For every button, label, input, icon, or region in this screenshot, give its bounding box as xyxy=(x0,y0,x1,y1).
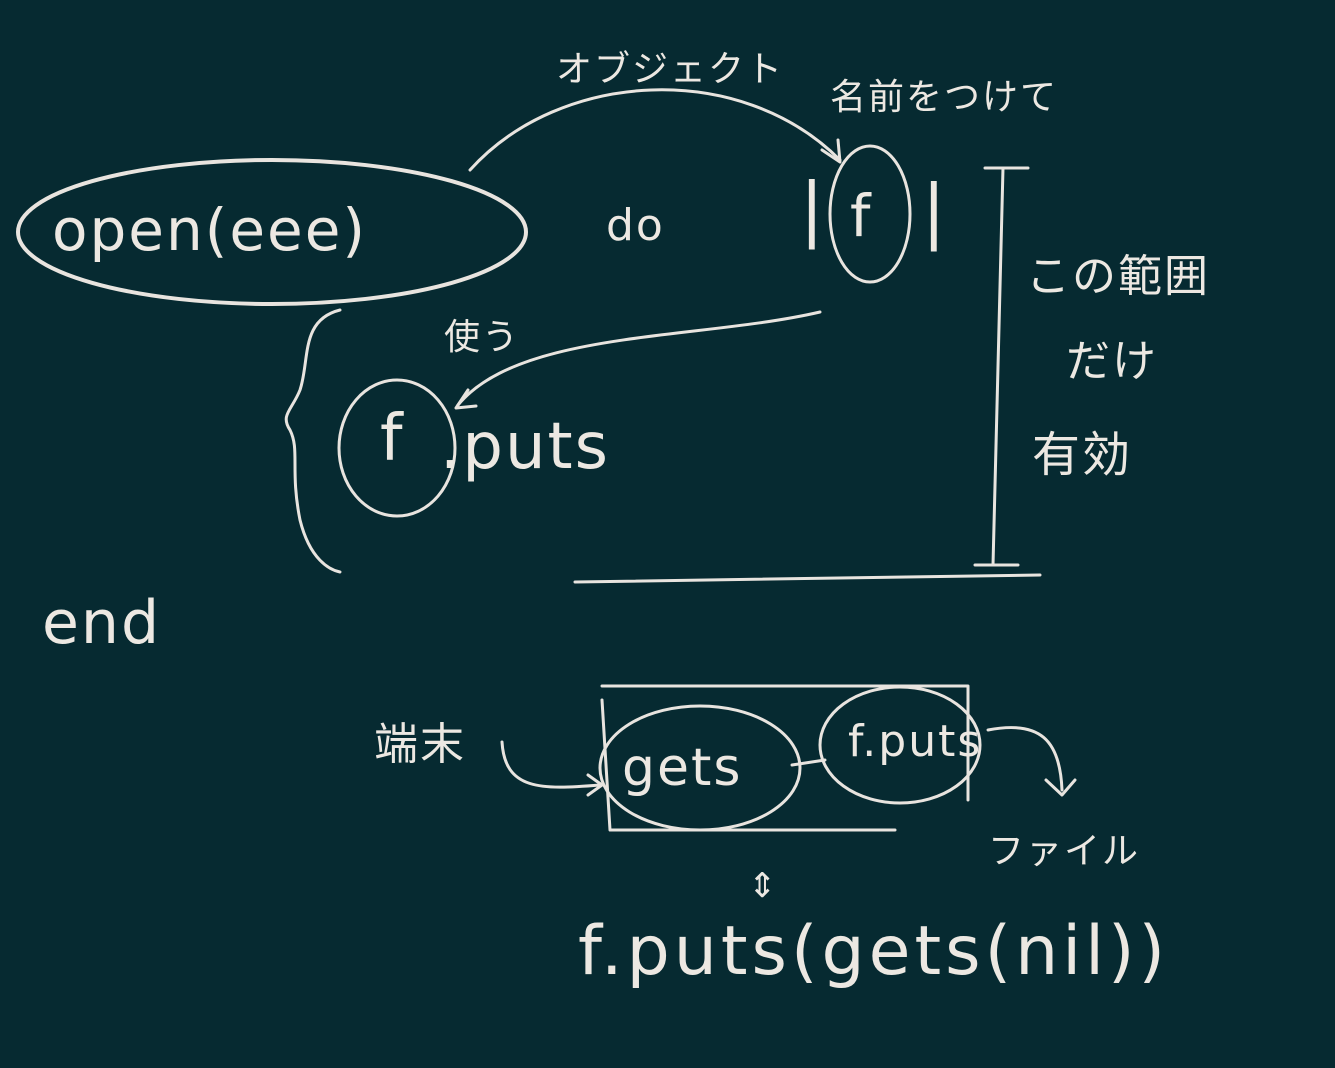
use-arrow-head xyxy=(454,388,478,410)
f-circle xyxy=(337,378,457,518)
file-arrow-head xyxy=(1044,778,1077,797)
code-do: do xyxy=(606,200,665,251)
terminal-arrow xyxy=(500,740,602,789)
block-brace xyxy=(284,308,342,574)
terminal-arrow-head xyxy=(586,773,604,797)
label-scope-2: だけ xyxy=(1066,336,1158,387)
use-arrow xyxy=(456,310,822,407)
label-scope-1: この範囲 xyxy=(1026,251,1210,302)
code-open: open(eee) xyxy=(52,196,368,264)
pipe-right: | xyxy=(922,170,948,252)
scope-bracket xyxy=(973,166,1030,567)
code-gets: gets xyxy=(622,738,743,798)
open-call-ellipse xyxy=(16,158,528,306)
pipe-left: | xyxy=(800,168,826,250)
block-var-circle xyxy=(828,144,912,284)
label-object: オブジェクト xyxy=(556,49,785,90)
label-name: 名前をつけて xyxy=(830,77,1059,118)
code-combined: f.puts(gets(nil)) xyxy=(578,912,1170,991)
block-underline xyxy=(573,573,1042,584)
pipeline-box xyxy=(600,684,970,832)
gets-to-puts-arrow xyxy=(790,758,827,767)
gets-ellipse xyxy=(598,704,802,832)
equiv-symbol: ⇕ xyxy=(748,866,779,906)
object-arrow-head xyxy=(820,138,842,164)
label-terminal: 端末 xyxy=(374,719,466,770)
file-arrow xyxy=(986,726,1064,792)
code-end: end xyxy=(42,588,162,658)
label-scope-3: 有効 xyxy=(1032,427,1133,483)
code-puts: .puts xyxy=(440,410,610,484)
block-var: f xyxy=(850,182,873,250)
label-file: ファイル xyxy=(988,831,1141,872)
code-f: f xyxy=(380,402,405,476)
label-use: 使う xyxy=(444,317,521,358)
code-fputs: f.puts xyxy=(848,716,983,767)
fputs-ellipse xyxy=(818,685,982,805)
object-arrow xyxy=(468,88,842,172)
